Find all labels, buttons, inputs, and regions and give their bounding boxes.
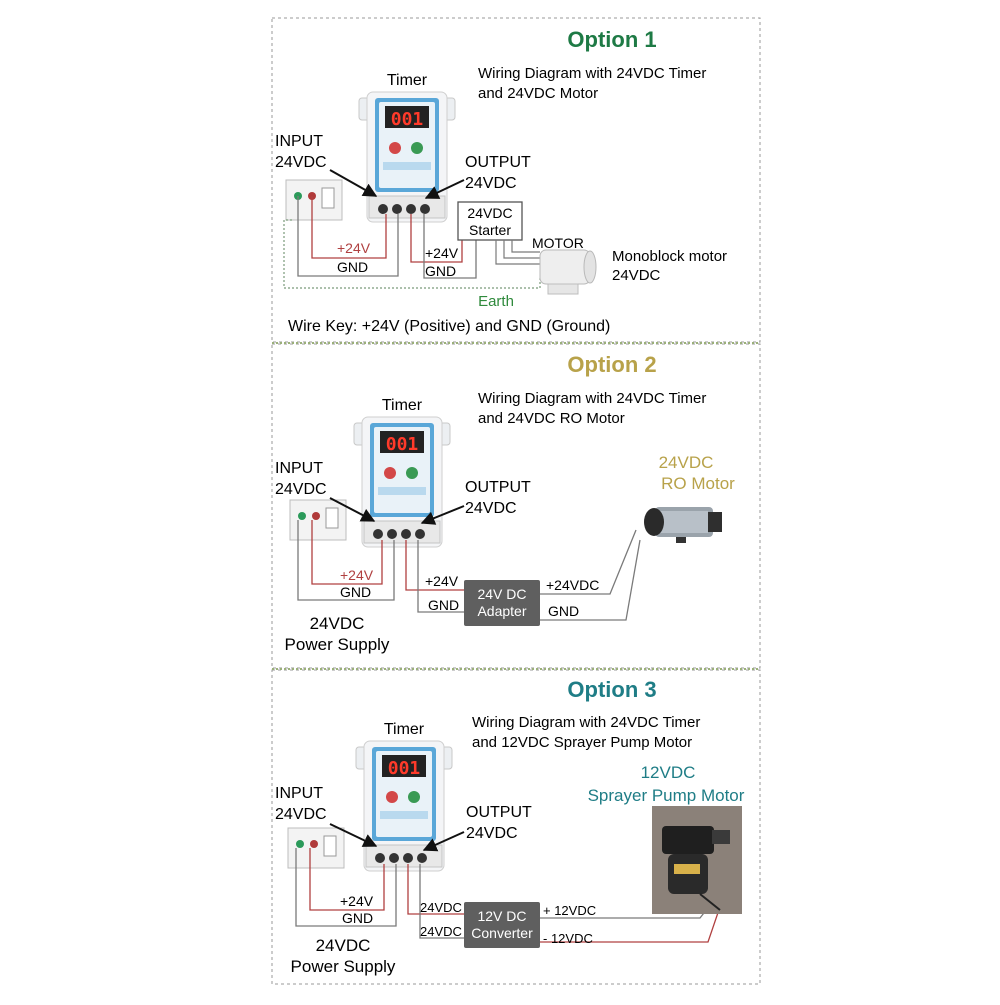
adapter-box — [464, 580, 540, 626]
monoblock-label-1: Monoblock motor — [612, 248, 727, 265]
wire-starter-motor-c — [511, 240, 540, 253]
arrow-icon — [420, 505, 465, 525]
wire-plus24-in — [309, 848, 385, 911]
wire-motor-plus — [540, 529, 637, 595]
option-1-caption-1: Wiring Diagram with 24VDC Timer — [478, 65, 706, 82]
out-b-label: 24VDC — [420, 924, 462, 939]
gnd-out-label: GND — [428, 597, 459, 613]
wire-gnd-in — [297, 196, 399, 277]
option-3-caption-2: and 12VDC Sprayer Pump Motor — [472, 734, 692, 751]
wire-plus24-out — [410, 214, 463, 263]
arrow-icon — [329, 823, 378, 847]
input-label-2: 24VDC — [275, 154, 327, 171]
starter-label-1: 24VDC — [467, 205, 512, 221]
timer-display: 001 — [391, 109, 424, 130]
psu-label-1: 24VDC — [310, 614, 365, 633]
wire-plus24-out — [405, 540, 464, 591]
output-label-2: 24VDC — [466, 825, 518, 842]
input-label-2: 24VDC — [275, 806, 327, 823]
output-label-1: OUTPUT — [466, 804, 532, 821]
pump-label-2: Sprayer Pump Motor — [588, 786, 745, 805]
minus12-label: - 12VDC — [543, 931, 593, 946]
plus12-label: + 12VDC — [543, 903, 596, 918]
plus24-in-label: +24V — [337, 240, 371, 256]
pump-label-1: 12VDC — [641, 763, 696, 782]
out-a-label: 24VDC — [420, 900, 462, 915]
arrow-icon — [329, 497, 376, 522]
motor-plus-label: +24VDC — [546, 577, 599, 593]
output-label-1: OUTPUT — [465, 479, 531, 496]
option-1-title: Option 1 — [567, 27, 656, 52]
wire-gnd-in — [297, 520, 395, 601]
panel-option-3 — [271, 669, 761, 985]
output-label-2: 24VDC — [465, 500, 517, 517]
gnd-in-label: GND — [337, 259, 368, 275]
motor-icon — [539, 249, 597, 295]
motor-gnd-label: GND — [548, 603, 579, 619]
plus24-in-label: +24V — [340, 893, 374, 909]
gnd-in-label: GND — [340, 584, 371, 600]
adapter-label-2: Adapter — [477, 603, 526, 619]
option-1-timer-label: Timer — [387, 72, 428, 89]
ro-motor-label-2: RO Motor — [661, 474, 735, 493]
option-2-caption-1: Wiring Diagram with 24VDC Timer — [478, 390, 706, 407]
psu-label-2: Power Supply — [291, 957, 396, 976]
wire-out-a — [407, 864, 464, 915]
plus24-out-label: +24V — [425, 573, 459, 589]
converter-label-1: 12V DC — [477, 908, 526, 924]
wire-earth — [283, 219, 541, 289]
wire-key: Wire Key: +24V (Positive) and GND (Groun… — [288, 318, 610, 335]
wire-gnd-in — [295, 848, 397, 927]
gnd-out-label: GND — [425, 263, 456, 279]
wire-out-b — [419, 864, 464, 939]
psu-label-1: 24VDC — [316, 936, 371, 955]
option-2: Option 2 Wiring Diagram with 24VDC Timer… — [275, 352, 735, 654]
timer-display: 001 — [386, 434, 419, 455]
input-label-2: 24VDC — [275, 481, 327, 498]
option-3-caption-1: Wiring Diagram with 24VDC Timer — [472, 714, 700, 731]
option-3-timer-label: Timer — [384, 721, 425, 738]
adapter-label-1: 24V DC — [477, 586, 526, 602]
converter-label-2: Converter — [471, 925, 533, 941]
wire-gnd-out — [423, 214, 477, 279]
option-1-caption-2: and 24VDC Motor — [478, 85, 598, 102]
option-2-title: Option 2 — [567, 352, 656, 377]
output-label-2: 24VDC — [465, 175, 517, 192]
ro-pump-icon — [644, 507, 722, 543]
option-3: Option 3 Wiring Diagram with 24VDC Timer… — [275, 677, 745, 976]
switch-box-icon — [285, 179, 343, 221]
arrow-icon — [422, 831, 465, 852]
input-label-1: INPUT — [275, 785, 323, 802]
starter-label-2: Starter — [469, 222, 511, 238]
option-3-title: Option 3 — [567, 677, 656, 702]
arrow-icon — [424, 179, 465, 199]
option-2-caption-2: and 24VDC RO Motor — [478, 410, 625, 427]
wire-plus24-in — [311, 196, 387, 259]
option-1: Option 1 Wiring Diagram with 24VDC Timer… — [275, 27, 727, 335]
option-2-timer-label: Timer — [382, 397, 423, 414]
starter-box — [457, 201, 523, 241]
wire-plus24-in — [311, 520, 383, 585]
wire-gnd-out — [417, 540, 464, 613]
gnd-in-label: GND — [342, 910, 373, 926]
output-label-1: OUTPUT — [465, 154, 531, 171]
wire-motor-gnd — [540, 539, 641, 621]
plus24-out-label: +24V — [425, 245, 459, 261]
plus24-in-label: +24V — [340, 567, 374, 583]
wire-starter-motor-a — [495, 240, 540, 265]
timer-display: 001 — [388, 758, 421, 779]
arrow-icon — [329, 169, 378, 197]
monoblock-label-2: 24VDC — [612, 267, 661, 284]
wire-starter-motor-b — [503, 240, 540, 259]
sprayer-pump-icon — [652, 806, 742, 914]
psu-label-2: Power Supply — [285, 635, 390, 654]
input-label-1: INPUT — [275, 460, 323, 477]
motor-label: MOTOR — [532, 235, 584, 251]
input-label-1: INPUT — [275, 133, 323, 150]
converter-box — [464, 902, 540, 948]
ro-motor-label-1: 24VDC — [659, 453, 714, 472]
earth-label: Earth — [478, 293, 514, 310]
